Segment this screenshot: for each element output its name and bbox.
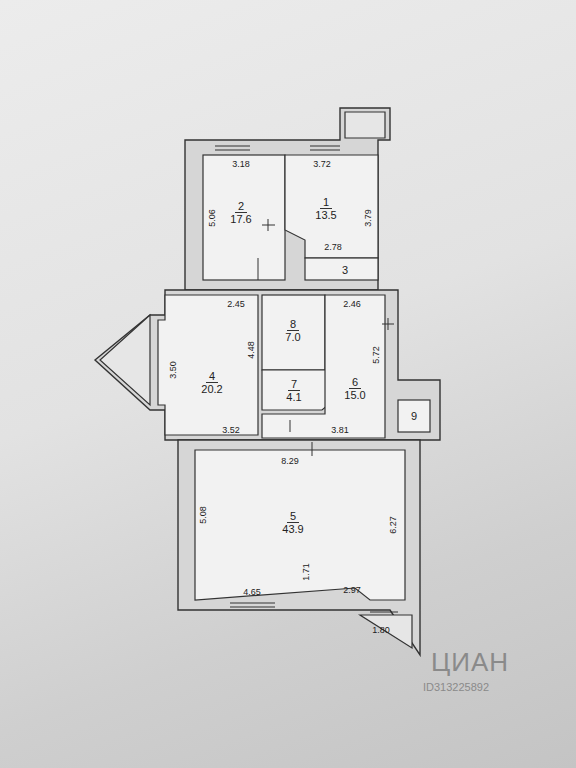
dimension: 8.29 <box>281 456 299 466</box>
room: 74.1 <box>286 378 301 403</box>
dimension: 1.71 <box>301 563 311 581</box>
balcony <box>360 615 412 648</box>
door-mark <box>268 219 269 231</box>
room: 217.6 <box>230 200 251 225</box>
window <box>215 146 250 147</box>
dimension: 2.45 <box>227 299 245 309</box>
room-outline <box>203 155 285 280</box>
room-number: 9 <box>411 410 417 422</box>
balcony <box>345 112 385 138</box>
dimension: 6.27 <box>388 516 398 534</box>
window <box>310 150 340 151</box>
dimension: 5.06 <box>207 209 217 227</box>
room-number: 7 <box>288 378 300 391</box>
room-number: 1 <box>320 196 332 209</box>
dimension: 3.52 <box>222 425 240 435</box>
bay-window <box>100 315 150 405</box>
room-number: 3 <box>342 264 348 276</box>
room-outline <box>285 155 378 258</box>
room: 9 <box>411 410 417 422</box>
watermark-id: ID313225892 <box>423 681 489 693</box>
dimension: 5.72 <box>371 346 381 364</box>
room-number: 8 <box>287 318 299 331</box>
watermark: ЦИАН <box>431 647 509 678</box>
dimension: 2.78 <box>324 242 342 252</box>
dimension: 4.65 <box>243 587 261 597</box>
room: 543.9 <box>282 510 303 535</box>
room-area: 13.5 <box>315 209 336 221</box>
window <box>370 612 398 613</box>
door-mark <box>290 420 291 432</box>
outer-wall <box>178 440 420 655</box>
room-outline <box>305 258 378 280</box>
room: 420.2 <box>201 370 222 395</box>
dimension: 5.08 <box>198 506 208 524</box>
room-area: 15.0 <box>344 389 365 401</box>
room-number: 4 <box>206 370 218 383</box>
dimension: 2.46 <box>343 299 361 309</box>
room-number: 5 <box>287 510 299 523</box>
room: 615.0 <box>344 376 365 401</box>
room-area: 7.0 <box>285 331 300 343</box>
dimension: 3.50 <box>168 361 178 379</box>
outer-wall <box>95 290 440 440</box>
door-mark <box>312 442 313 456</box>
window <box>310 146 340 147</box>
outer-wall <box>185 108 390 290</box>
room-outline <box>262 295 325 370</box>
room-number: 6 <box>349 376 361 389</box>
room-number: 2 <box>235 200 247 213</box>
dimension: 3.81 <box>331 425 349 435</box>
room-outline <box>398 400 430 432</box>
dimension: 3.79 <box>363 209 373 227</box>
room-area: 4.1 <box>286 391 301 403</box>
room-outline <box>158 295 258 435</box>
room: 3 <box>342 264 348 276</box>
room-area: 17.6 <box>230 213 251 225</box>
room-area: 20.2 <box>201 383 222 395</box>
dimension: 1.80 <box>372 625 390 635</box>
room-area: 43.9 <box>282 523 303 535</box>
window <box>230 607 275 608</box>
room: 87.0 <box>285 318 300 343</box>
window <box>230 603 275 604</box>
room: 113.5 <box>315 196 336 221</box>
room-outline <box>262 295 385 438</box>
dimension: 3.18 <box>232 159 250 169</box>
dimension: 4.48 <box>246 341 256 359</box>
door-mark <box>382 324 394 325</box>
room-outline <box>195 450 405 600</box>
window <box>215 150 250 151</box>
partition <box>258 258 259 280</box>
dimension: 3.72 <box>313 159 331 169</box>
dimension: 2.97 <box>343 585 361 595</box>
